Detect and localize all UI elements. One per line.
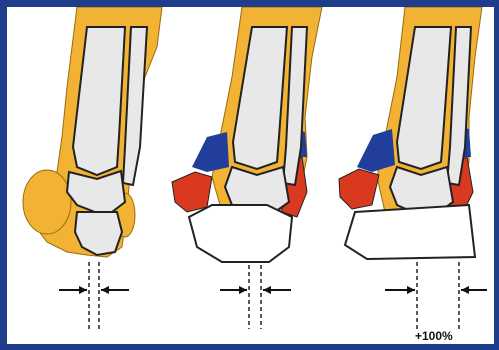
red-part-3a: [339, 169, 379, 209]
ankle-figure-2: [172, 7, 322, 329]
ankle-figure-3: [339, 7, 487, 329]
red-part-2a: [172, 172, 212, 212]
calcaneus-pad-2: [189, 205, 292, 262]
illustration-panel: +100%: [7, 7, 494, 344]
blue-part-2a: [192, 132, 229, 172]
blue-part-3a: [357, 129, 395, 172]
ankle-figure-1: [23, 7, 162, 329]
calcaneus-slab-3: [345, 205, 475, 259]
swelling-left: [23, 170, 71, 234]
ankle-diagram: [7, 7, 494, 344]
caption-100-percent: +100%: [415, 329, 453, 343]
